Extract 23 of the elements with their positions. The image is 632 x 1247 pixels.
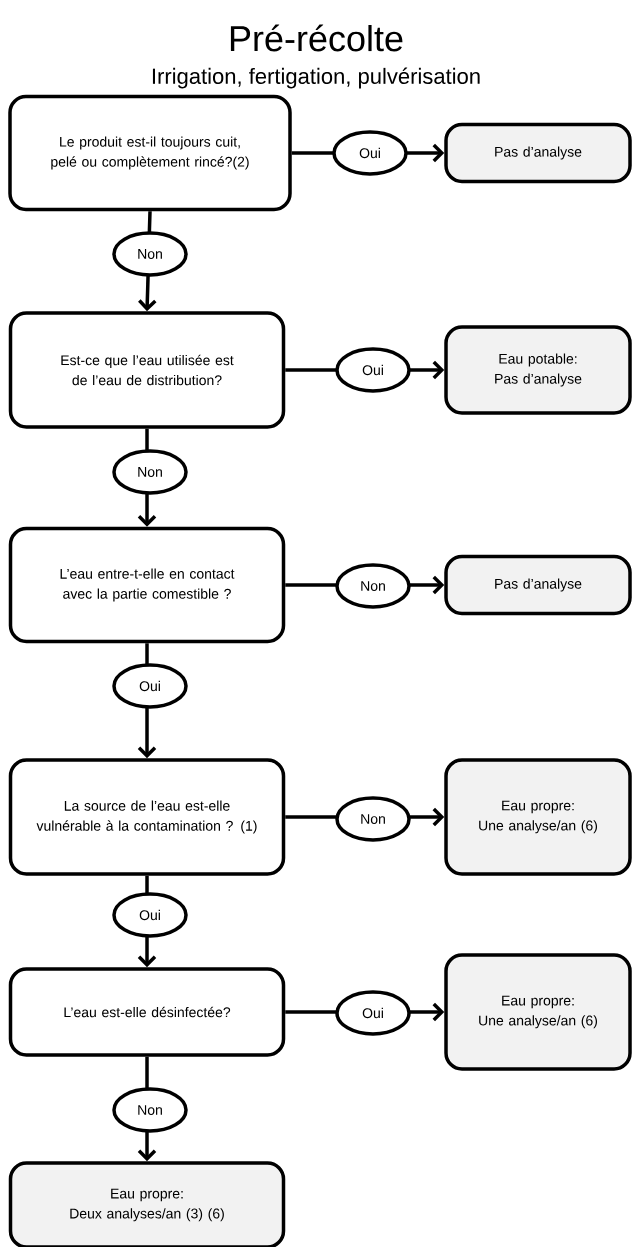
edge-label: Oui — [112, 892, 188, 938]
question-box: L’eau entre-t-elle en contact avec la partie comestible ? — [8, 526, 286, 644]
result-box: Pas d’analyse — [444, 554, 632, 616]
result-box: Eau propre: Une analyse/an (6) — [444, 758, 632, 876]
question-box: Le produit est-il toujours cuit, pelé ou complètement rincé?(2) — [8, 94, 292, 212]
edge-label: Oui — [112, 663, 188, 709]
edge-label: Non — [335, 796, 411, 842]
edge-label: Oui — [335, 990, 411, 1036]
result-box: Eau propre: Une analyse/an (6) — [444, 953, 632, 1071]
edge-label: Non — [112, 449, 188, 495]
edge-label: Non — [335, 563, 411, 609]
question-box: L’eau est-elle désinfectée? — [8, 967, 286, 1057]
result-box: Pas d’analyse — [444, 122, 632, 184]
edge-label: Oui — [335, 347, 411, 393]
edge-label: Oui — [332, 130, 408, 176]
result-box: Eau propre: Deux analyses/an (3) (6) — [8, 1161, 286, 1247]
subtitle: Irrigation, fertigation, pulvérisation — [152, 67, 480, 89]
question-box: La source de l’eau est-elle vulnérable à la contamination ? (1) — [8, 758, 286, 876]
edge-label: Non — [112, 231, 188, 277]
result-box: Eau potable: Pas d’analyse — [444, 325, 632, 415]
edge-label: Non — [112, 1087, 188, 1133]
question-box: Est-ce que l’eau utilisée est de l’eau de distribution? — [8, 311, 286, 429]
title: Pré-récolte — [230, 24, 403, 52]
